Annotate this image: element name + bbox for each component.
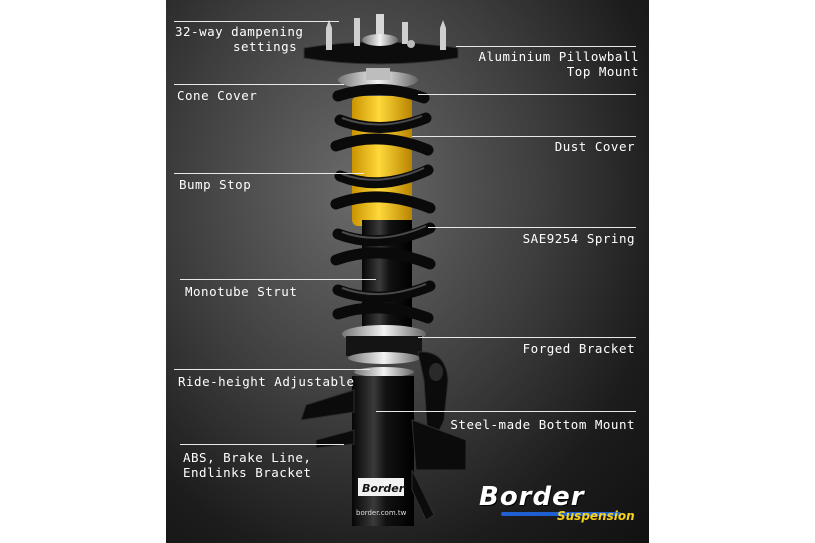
label-ride-height: Ride-height Adjustable	[178, 374, 355, 389]
callout-line-bump-stop	[174, 173, 364, 174]
tube-url-text: border.com.tw	[356, 509, 407, 517]
callout-line-forged	[418, 337, 636, 338]
product-photo: Border border.com.tw 32-way dampening se…	[166, 0, 649, 543]
forged-bracket	[417, 351, 449, 441]
callout-line-bottom-mount	[376, 411, 636, 412]
callout-line-strut	[180, 279, 376, 280]
label-top-mount: Aluminium Pillowball Top Mount	[478, 49, 639, 79]
coilover-illustration: Border border.com.tw	[300, 14, 467, 526]
callout-line-cone-right	[418, 94, 636, 95]
label-forged-bracket: Forged Bracket	[522, 341, 635, 356]
callout-line-abs	[180, 444, 344, 445]
callout-line-cone-cover	[174, 84, 344, 85]
logo-brand-text: Border	[479, 482, 585, 512]
coil-spring	[330, 84, 436, 324]
label-strut: Monotube Strut	[185, 284, 298, 299]
cone-cover	[338, 68, 418, 89]
abs-bracket	[300, 389, 355, 449]
label-top-mount-line1: Aluminium Pillowball	[478, 49, 639, 64]
label-spring: SAE9254 Spring	[522, 231, 635, 246]
label-abs-line1: ABS, Brake Line,	[183, 450, 312, 465]
label-abs-line2: Endlinks Bracket	[183, 465, 312, 480]
label-cone-cover: Cone Cover	[177, 88, 258, 103]
label-bump-stop: Bump Stop	[179, 177, 252, 192]
top-mount	[303, 14, 459, 65]
callout-line-spring	[428, 227, 636, 228]
callout-line-dampening	[174, 21, 339, 22]
callout-line-ride-height	[174, 369, 370, 370]
callout-line-dust-cover	[412, 136, 636, 137]
label-top-mount-line2: Top Mount	[566, 64, 639, 79]
label-dampening-line2: settings	[233, 39, 298, 54]
label-abs-bracket: ABS, Brake Line, Endlinks Bracket	[183, 450, 311, 480]
logo-sub-text: Suspension	[557, 509, 635, 523]
bottom-mount	[352, 376, 467, 526]
tube-decal	[358, 478, 404, 496]
label-dampening-line1: 32-way dampening	[175, 24, 304, 39]
tube-brand-text: Border	[362, 482, 405, 495]
logo-swoosh	[501, 512, 621, 516]
label-dust-cover: Dust Cover	[554, 139, 635, 154]
label-dampening: 32-way dampening settings	[175, 24, 303, 54]
label-bottom-mount: Steel-made Bottom Mount	[450, 417, 635, 432]
callout-line-top-mount	[456, 46, 636, 47]
spring-perch	[342, 325, 426, 377]
dust-cover	[352, 96, 412, 226]
